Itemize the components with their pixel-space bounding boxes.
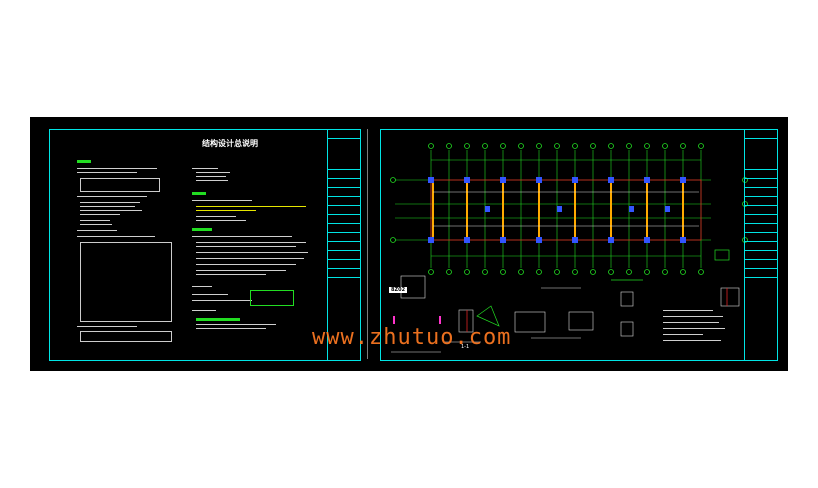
text-line: [80, 224, 112, 225]
text-line: [196, 216, 236, 217]
text-line: [80, 206, 135, 207]
text-line: [196, 252, 308, 253]
section-header-3: [192, 228, 212, 231]
text-line: [77, 168, 157, 169]
text-line: [196, 246, 296, 247]
text-line: [192, 294, 228, 295]
sheet-structural-plan: 8Z02 1-1: [380, 129, 778, 361]
section-header-4: [196, 318, 240, 321]
detail-stamp: 8Z02: [389, 287, 408, 293]
highlight-line: [196, 206, 306, 207]
text-line: [196, 270, 286, 271]
section-header-1: [77, 160, 91, 163]
text-line: [196, 180, 228, 181]
highlight-line: [196, 210, 256, 211]
title-block-right: [744, 130, 777, 360]
text-line: [196, 274, 266, 275]
text-line: [192, 236, 292, 237]
text-line: [196, 258, 304, 259]
text-line: [80, 214, 120, 215]
text-line: [192, 168, 218, 169]
text-line: [196, 328, 266, 329]
notes-table-1: [80, 178, 160, 192]
text-line: [196, 172, 230, 173]
section-header-2: [192, 192, 206, 195]
section-label: 1-1: [461, 344, 470, 350]
text-line: [80, 202, 140, 203]
text-line: [196, 176, 226, 177]
text-line: [77, 230, 117, 231]
notes-table-3: [80, 331, 172, 342]
structural-plan-drawing: [390, 143, 748, 353]
title-block-left: [327, 130, 360, 360]
text-line: [196, 242, 306, 243]
text-line: [192, 286, 212, 287]
cad-canvas: 结构设计总说明: [30, 117, 788, 371]
text-line: [196, 324, 276, 325]
rebar-table: [250, 290, 294, 306]
text-line: [80, 220, 110, 221]
watermark-text: www.zhutuo.com: [312, 325, 512, 350]
text-line: [77, 326, 137, 327]
text-line: [196, 220, 246, 221]
text-line: [77, 236, 155, 237]
text-line: [77, 196, 147, 197]
text-line: [80, 210, 142, 211]
text-line: [196, 264, 296, 265]
sheet-title: 结构设计总说明: [202, 139, 258, 148]
text-line: [192, 310, 216, 311]
sheet-general-notes: 结构设计总说明: [49, 129, 361, 361]
text-line: [77, 172, 137, 173]
text-line: [192, 200, 252, 201]
text-line: [192, 300, 252, 301]
sheet-divider: [367, 129, 368, 359]
notes-table-2: [80, 242, 172, 322]
